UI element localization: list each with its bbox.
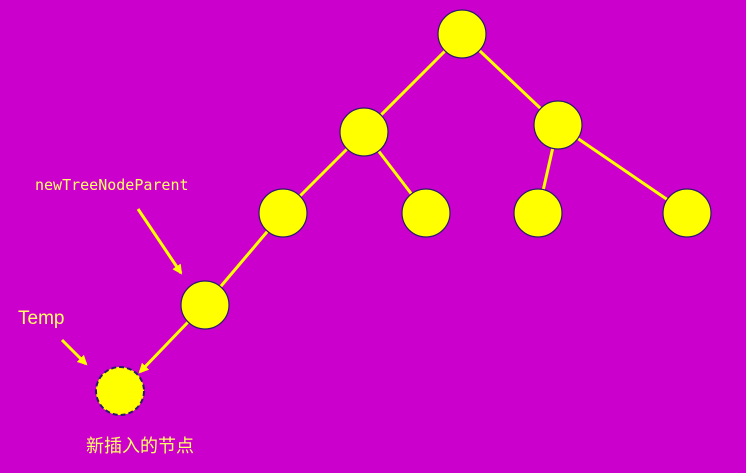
tree-edges (203, 32, 689, 307)
pointer-arrow-temp (60, 338, 88, 366)
arrow-parent-to-new-node (138, 318, 192, 374)
node-left (339, 107, 389, 157)
node-newly-inserted (95, 366, 145, 416)
node-new-tree-node-parent (180, 280, 230, 330)
node-root (437, 9, 487, 59)
label-temp: Temp (18, 308, 64, 329)
node-left-left (258, 188, 308, 238)
pointer-arrow-parent (136, 208, 183, 275)
node-right-right (662, 188, 712, 238)
node-left-right (401, 188, 451, 238)
label-new-node-caption: 新插入的节点 (86, 436, 194, 457)
node-right (533, 100, 583, 150)
edge-right-to-rightright (556, 123, 689, 215)
tree-nodes (180, 9, 712, 330)
node-right-left (513, 188, 563, 238)
label-new-tree-node-parent: newTreeNodeParent (35, 176, 189, 194)
